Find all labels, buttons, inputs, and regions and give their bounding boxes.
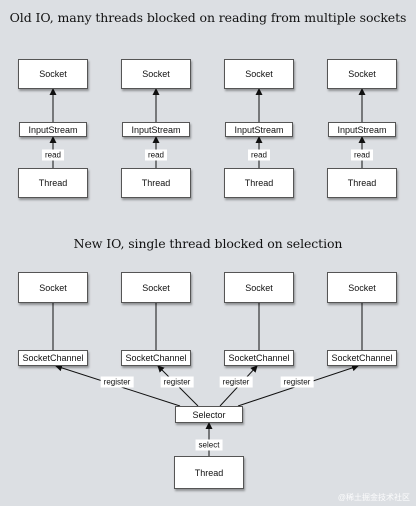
socket-box: Socket	[327, 272, 397, 303]
read-label: read	[350, 149, 374, 161]
inputstream-box: InputStream	[328, 122, 396, 137]
watermark-text: @稀土掘金技术社区	[337, 493, 410, 502]
socket-box: Socket	[18, 59, 88, 89]
thread-box: Thread	[327, 168, 397, 198]
old-io-title: Old IO, many threads blocked on reading …	[9, 10, 407, 25]
socket-box: Socket	[224, 59, 294, 89]
read-label: read	[247, 149, 271, 161]
socketchannel-box: SocketChannel	[18, 350, 88, 366]
socket-box: Socket	[121, 272, 191, 303]
register-label: register	[160, 376, 194, 388]
socketchannel-box: SocketChannel	[224, 350, 294, 366]
register-label: register	[219, 376, 253, 388]
register-label: register	[100, 376, 134, 388]
register-label: register	[280, 376, 314, 388]
thread-box: Thread	[18, 168, 88, 198]
socket-box: Socket	[224, 272, 294, 303]
read-label: read	[144, 149, 168, 161]
inputstream-box: InputStream	[122, 122, 190, 137]
socket-box: Socket	[327, 59, 397, 89]
thread-box: Thread	[121, 168, 191, 198]
socketchannel-box: SocketChannel	[121, 350, 191, 366]
new-io-title: New IO, single thread blocked on selecti…	[73, 236, 343, 251]
thread-box: Thread	[224, 168, 294, 198]
read-label: read	[41, 149, 65, 161]
inputstream-box: InputStream	[19, 122, 87, 137]
thread-box: Thread	[174, 456, 244, 489]
selector-box: Selector	[175, 406, 243, 423]
select-label: select	[195, 439, 223, 451]
socketchannel-box: SocketChannel	[327, 350, 397, 366]
socket-box: Socket	[18, 272, 88, 303]
inputstream-box: InputStream	[225, 122, 293, 137]
socket-box: Socket	[121, 59, 191, 89]
